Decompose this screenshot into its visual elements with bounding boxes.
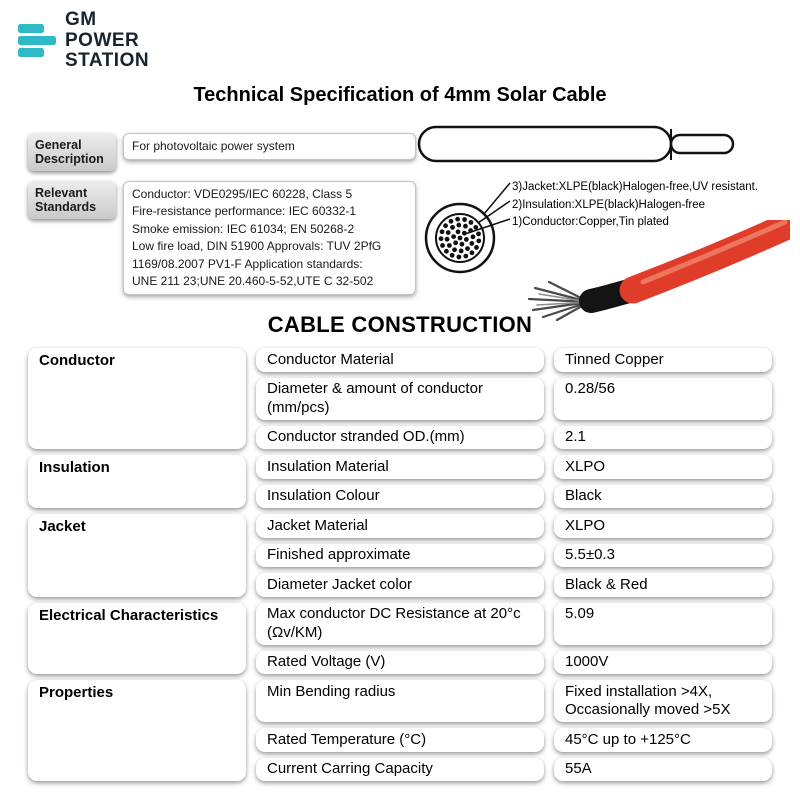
brand-bars-icon <box>18 24 56 58</box>
cable-layer-label-insulation: 2)Insulation:XLPE(black)Halogen-free <box>512 198 706 211</box>
table-row: Diameter Jacket color Black & Red <box>256 573 772 597</box>
bar-icon <box>18 48 44 58</box>
value-cell: 45°C up to +125°C <box>554 728 772 752</box>
bar-icon <box>18 36 56 46</box>
cable-layer-label-conductor: 1)Conductor:Copper,Tin plated <box>512 216 669 228</box>
red-cable-illustration <box>527 220 790 322</box>
property-cell: Conductor stranded OD.(mm) <box>256 425 544 449</box>
value-cell: 2.1 <box>554 425 772 449</box>
brand-name-line: POWER <box>65 29 140 51</box>
cable-layer-labels: 3)Jacket:XLPE(black)Halogen-free,UV resi… <box>512 179 790 232</box>
value-cell: 1000V <box>554 650 772 674</box>
value-cell: Black <box>554 484 772 508</box>
property-cell: Conductor Material <box>256 348 544 372</box>
table-group-conductor: Conductor Conductor Material Tinned Copp… <box>28 348 772 449</box>
category-cell: Electrical Characteristics <box>28 602 246 674</box>
category-cell: Properties <box>28 680 246 781</box>
brand-name: GM POWER STATION <box>65 9 150 72</box>
brand-name-line: GM <box>65 9 97 30</box>
table-group-properties: Properties Min Bending radius Fixed inst… <box>28 680 772 781</box>
brand-name-line: STATION <box>65 50 150 72</box>
property-cell: Diameter Jacket color <box>256 573 544 597</box>
info-table: General Description For photovoltaic pow… <box>28 133 416 296</box>
spec-table: Conductor Conductor Material Tinned Copp… <box>28 348 772 781</box>
value-cell: XLPO <box>554 514 772 538</box>
property-cell: Insulation Material <box>256 455 544 479</box>
bar-icon <box>18 24 44 34</box>
value-cell: 55A <box>554 757 772 781</box>
cable-diagram: 3)Jacket:XLPE(black)Halogen-free,UV resi… <box>415 122 790 327</box>
value-cell: Black & Red <box>554 573 772 597</box>
brand-logo: GM POWER STATION <box>18 9 150 72</box>
value-cell: Tinned Copper <box>554 348 772 372</box>
property-cell: Min Bending radius <box>256 680 544 722</box>
value-cell: Fixed installation >4X, Occasionally mov… <box>554 680 772 722</box>
conductor-strands <box>438 216 482 260</box>
property-cell: Diameter & amount of conductor (mm/pcs) <box>256 377 544 420</box>
table-row: Rated Temperature (°C) 45°C up to +125°C <box>256 728 772 752</box>
property-cell: Jacket Material <box>256 514 544 538</box>
info-row: General Description For photovoltaic pow… <box>28 133 416 171</box>
table-row: Conductor Material Tinned Copper <box>256 348 772 372</box>
info-value: Conductor: VDE0295/IEC 60228, Class 5 Fi… <box>123 181 416 296</box>
section-title: CABLE CONSTRUCTION <box>267 312 533 337</box>
property-cell: Current Carring Capacity <box>256 757 544 781</box>
value-cell: 5.09 <box>554 602 772 645</box>
cable-cross-section-diagram <box>424 182 511 274</box>
table-group-insulation: Insulation Insulation Material XLPO Insu… <box>28 455 772 508</box>
property-cell: Max conductor DC Resistance at 20°c (Ωv/… <box>256 602 544 645</box>
table-row: Max conductor DC Resistance at 20°c (Ωv/… <box>256 602 772 645</box>
value-cell: 5.5±0.3 <box>554 543 772 567</box>
property-cell: Rated Voltage (V) <box>256 650 544 674</box>
property-cell: Insulation Colour <box>256 484 544 508</box>
property-cell: Finished approximate <box>256 543 544 567</box>
table-group-jacket: Jacket Jacket Material XLPO Finished app… <box>28 514 772 597</box>
table-group-electrical: Electrical Characteristics Max conductor… <box>28 602 772 674</box>
page-title: Technical Specification of 4mm Solar Cab… <box>193 84 607 106</box>
table-row: Insulation Material XLPO <box>256 455 772 479</box>
category-cell: Insulation <box>28 455 246 508</box>
table-row: Current Carring Capacity 55A <box>256 757 772 781</box>
cable-layer-label-jacket: 3)Jacket:XLPE(black)Halogen-free,UV resi… <box>512 181 759 193</box>
category-cell: Conductor <box>28 348 246 449</box>
property-cell: Rated Temperature (°C) <box>256 728 544 752</box>
info-label: Relevant Standards <box>28 181 116 219</box>
info-label: General Description <box>28 133 116 171</box>
table-row: Diameter & amount of conductor (mm/pcs) … <box>256 377 772 420</box>
table-row: Rated Voltage (V) 1000V <box>256 650 772 674</box>
table-row: Insulation Colour Black <box>256 484 772 508</box>
info-value: For photovoltaic power system <box>123 133 416 161</box>
value-cell: XLPO <box>554 455 772 479</box>
table-row: Min Bending radius Fixed installation >4… <box>256 680 772 722</box>
table-row: Conductor stranded OD.(mm) 2.1 <box>256 425 772 449</box>
table-row: Finished approximate 5.5±0.3 <box>256 543 772 567</box>
info-row: Relevant Standards Conductor: VDE0295/IE… <box>28 181 416 296</box>
cable-cylinder-diagram <box>417 125 735 163</box>
category-cell: Jacket <box>28 514 246 597</box>
table-row: Jacket Material XLPO <box>256 514 772 538</box>
value-cell: 0.28/56 <box>554 377 772 420</box>
